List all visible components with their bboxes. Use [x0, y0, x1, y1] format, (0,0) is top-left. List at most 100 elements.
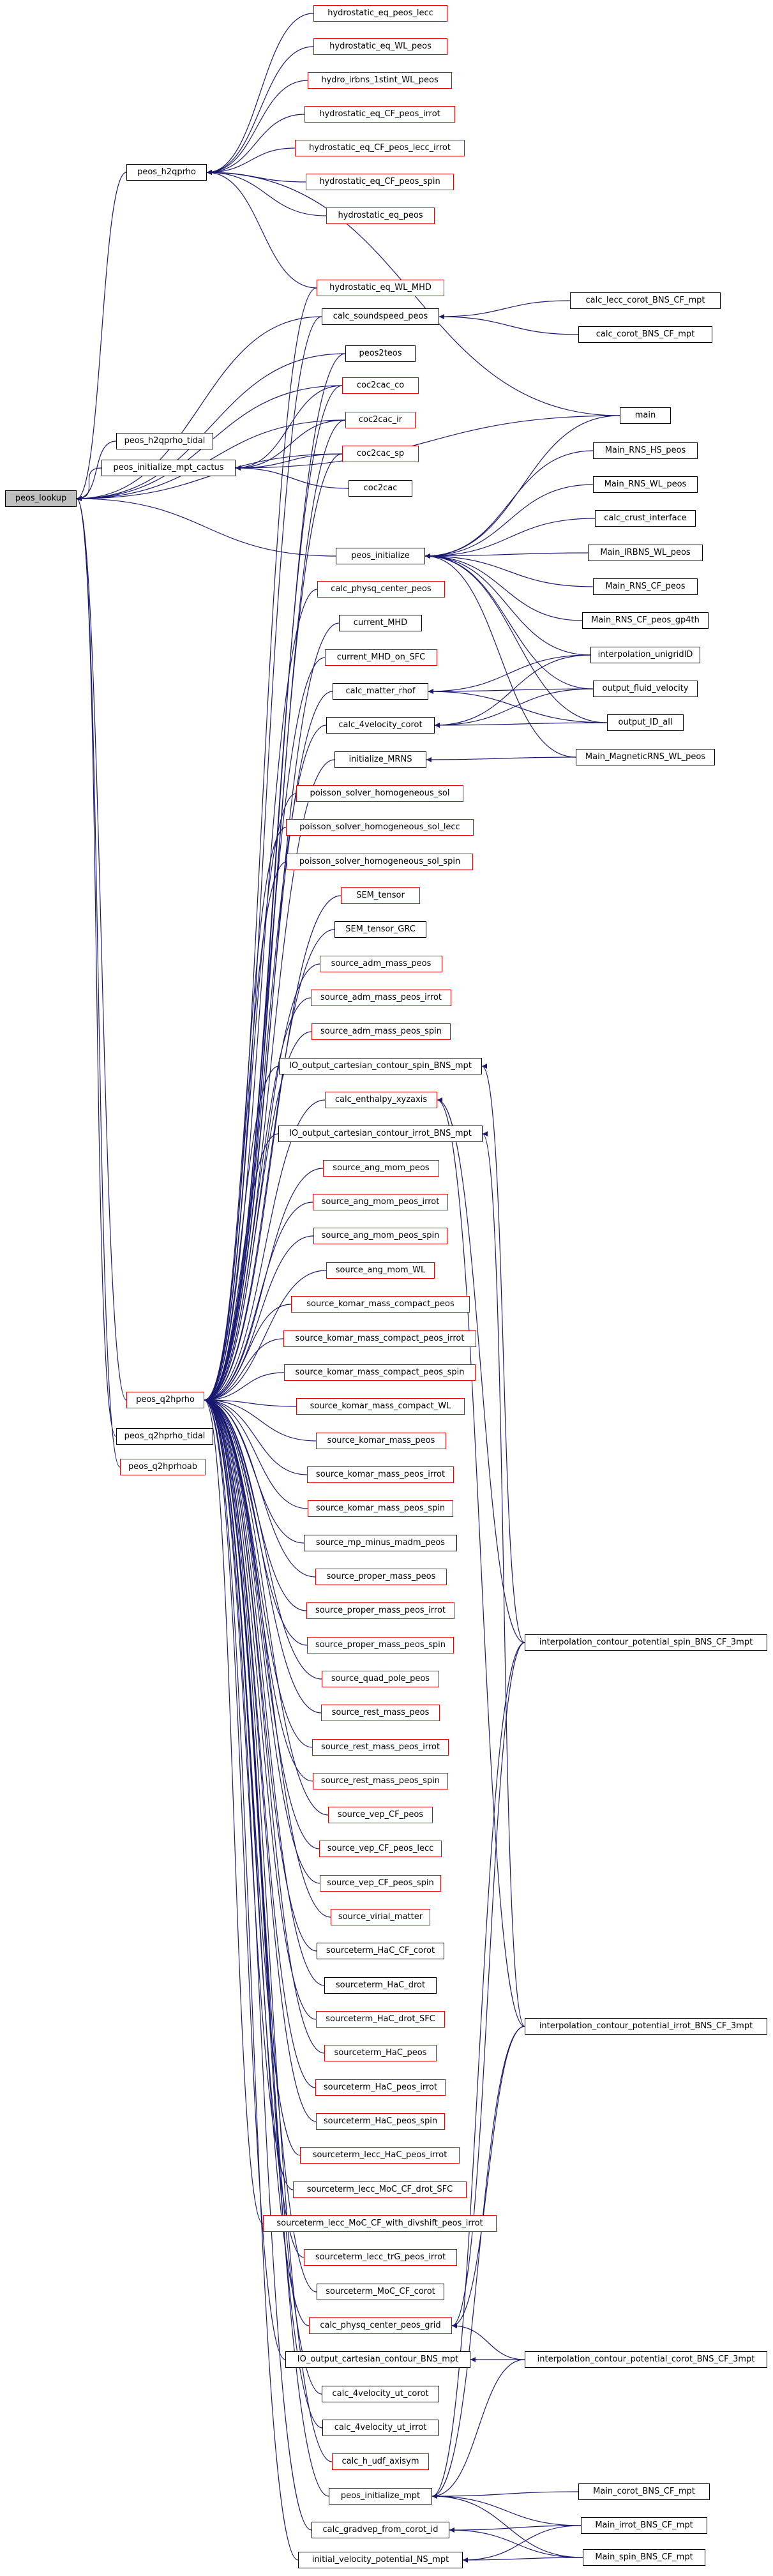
node-main-spin-bns-cf-mpt[interactable]: Main_spin_BNS_CF_mpt: [583, 2549, 705, 2566]
node-source-quad-pole-peos[interactable]: source_quad_pole_peos: [322, 1671, 439, 1687]
node-source-komar-mass-compact-peos-irrot[interactable]: source_komar_mass_compact_peos_irrot: [283, 1330, 476, 1347]
node-source-komar-mass-peos[interactable]: source_komar_mass_peos: [316, 1433, 446, 1449]
node-source-vep-cf-peos[interactable]: source_vep_CF_peos: [328, 1807, 433, 1823]
node-source-ang-mom-peos[interactable]: source_ang_mom_peos: [323, 1160, 439, 1177]
node-initialize-mrns[interactable]: initialize_MRNS: [334, 751, 426, 768]
node-sourceterm-hac-peos-irrot[interactable]: sourceterm_HaC_peos_irrot: [315, 2079, 446, 2096]
node-source-rest-mass-peos[interactable]: source_rest_mass_peos: [321, 1705, 440, 1721]
node-main-rns-wl-peos[interactable]: Main_RNS_WL_peos: [593, 476, 698, 493]
node-sourceterm-hac-peos[interactable]: sourceterm_HaC_peos: [324, 2045, 437, 2061]
node-source-vep-cf-peos-lecc[interactable]: source_vep_CF_peos_lecc: [319, 1841, 442, 1857]
node-io-output-cartesian-contour-bns-mpt[interactable]: IO_output_cartesian_contour_BNS_mpt: [285, 2351, 470, 2368]
node-calc-4velocity-ut-irrot[interactable]: calc_4velocity_ut_irrot: [322, 2420, 439, 2436]
node-interpolation-contour-potential-irrot-bns-cf-3mpt[interactable]: interpolation_contour_potential_irrot_BN…: [525, 2018, 767, 2035]
node-source-adm-mass-peos[interactable]: source_adm_mass_peos: [320, 956, 442, 972]
node-peos-q2hprhoab[interactable]: peos_q2hprhoab: [120, 1459, 206, 1475]
node-calc-enthalpy-xyzaxis[interactable]: calc_enthalpy_xyzaxis: [325, 1092, 437, 1108]
node-peos-q2hprho-tidal[interactable]: peos_q2hprho_tidal: [116, 1428, 213, 1445]
node-peos-q2hprho[interactable]: peos_q2hprho: [126, 1392, 204, 1408]
node-sourceterm-lecc-trg-peos-irrot[interactable]: sourceterm_lecc_trG_peos_irrot: [304, 2249, 457, 2266]
node-source-proper-mass-peos-spin[interactable]: source_proper_mass_peos_spin: [307, 1637, 454, 1653]
node-output-id-all[interactable]: output_ID_all: [607, 714, 684, 731]
node-peos-h2qprho[interactable]: peos_h2qprho: [126, 164, 207, 181]
node-peos2teos[interactable]: peos2teos: [345, 345, 416, 362]
node-calc-crust-interface[interactable]: calc_crust_interface: [595, 510, 696, 527]
node-main-irrot-bns-cf-mpt[interactable]: Main_irrot_BNS_CF_mpt: [581, 2517, 707, 2534]
node-calc-gradvep-from-corot-id[interactable]: calc_gradvep_from_corot_id: [311, 2522, 449, 2538]
node-sourceterm-lecc-moc-cf-drot-sfc[interactable]: sourceterm_lecc_MoC_CF_drot_SFC: [293, 2181, 467, 2198]
node-coc2cac-co[interactable]: coc2cac_co: [342, 377, 419, 394]
node-io-output-cartesian-contour-spin-bns-mpt[interactable]: IO_output_cartesian_contour_spin_BNS_mpt: [279, 1058, 482, 1074]
node-source-komar-mass-compact-peos-spin[interactable]: source_komar_mass_compact_peos_spin: [284, 1364, 476, 1381]
node-coc2cac-ir[interactable]: coc2cac_ir: [345, 412, 416, 428]
node-source-komar-mass-peos-spin[interactable]: source_komar_mass_peos_spin: [308, 1500, 453, 1517]
node-calc-corot-bns-cf-mpt[interactable]: calc_corot_BNS_CF_mpt: [578, 326, 712, 343]
node-main[interactable]: main: [620, 407, 671, 424]
node-calc-4velocity-ut-corot[interactable]: calc_4velocity_ut_corot: [322, 2386, 439, 2402]
node-peos-initialize[interactable]: peos_initialize: [336, 548, 425, 564]
node-poisson-solver-homogeneous-sol-lecc[interactable]: poisson_solver_homogeneous_sol_lecc: [286, 819, 474, 836]
node-initial-velocity-potential-ns-mpt[interactable]: initial_velocity_potential_NS_mpt: [298, 2552, 463, 2568]
node-hydrostatic-eq-peos[interactable]: hydrostatic_eq_peos: [326, 207, 435, 224]
node-source-komar-mass-compact-peos[interactable]: source_komar_mass_compact_peos: [291, 1296, 470, 1313]
node-main-rns-hs-peos[interactable]: Main_RNS_HS_peos: [593, 442, 698, 459]
node-source-ang-mom-peos-irrot[interactable]: source_ang_mom_peos_irrot: [313, 1194, 448, 1210]
node-hydro-irbns-1stint-wl-peos[interactable]: hydro_irbns_1stint_WL_peos: [308, 72, 452, 89]
node-sem-tensor[interactable]: SEM_tensor: [341, 887, 420, 904]
node-sourceterm-hac-peos-spin[interactable]: sourceterm_HaC_peos_spin: [316, 2113, 445, 2130]
node-source-proper-mass-peos[interactable]: source_proper_mass_peos: [315, 1569, 447, 1585]
node-source-komar-mass-peos-irrot[interactable]: source_komar_mass_peos_irrot: [307, 1466, 454, 1483]
node-interpolation-unigridid[interactable]: interpolation_unigridID: [590, 647, 700, 663]
node-hydrostatic-eq-peos-lecc[interactable]: hydrostatic_eq_peos_lecc: [313, 5, 447, 22]
node-source-virial-matter[interactable]: source_virial_matter: [331, 1909, 430, 1925]
node-source-komar-mass-compact-wl[interactable]: source_komar_mass_compact_WL: [296, 1398, 465, 1415]
node-hydrostatic-eq-wl-peos[interactable]: hydrostatic_eq_WL_peos: [313, 38, 447, 55]
node-main-magneticrns-wl-peos[interactable]: Main_MagneticRNS_WL_peos: [576, 749, 715, 765]
node-main-irbns-wl-peos[interactable]: Main_IRBNS_WL_peos: [588, 545, 703, 561]
node-source-proper-mass-peos-irrot[interactable]: source_proper_mass_peos_irrot: [306, 1602, 454, 1619]
node-peos-initialize-mpt[interactable]: peos_initialize_mpt: [329, 2488, 432, 2504]
node-source-mp-minus-madm-peos[interactable]: source_mp_minus_madm_peos: [304, 1535, 457, 1551]
node-calc-physq-center-peos-grid[interactable]: calc_physq_center_peos_grid: [309, 2317, 452, 2334]
node-calc-lecc-corot-bns-cf-mpt[interactable]: calc_lecc_corot_BNS_CF_mpt: [570, 292, 721, 309]
node-calc-4velocity-corot[interactable]: calc_4velocity_corot: [326, 717, 435, 734]
node-peos-lookup[interactable]: peos_lookup: [5, 490, 77, 507]
node-sourceterm-moc-cf-corot[interactable]: sourceterm_MoC_CF_corot: [317, 2284, 444, 2300]
node-source-ang-mom-wl[interactable]: source_ang_mom_WL: [326, 1262, 435, 1279]
node-output-fluid-velocity[interactable]: output_fluid_velocity: [593, 681, 698, 697]
node-calc-h-udf-axisym[interactable]: calc_h_udf_axisym: [332, 2453, 429, 2470]
node-calc-physq-center-peos[interactable]: calc_physq_center_peos: [317, 581, 445, 598]
node-interpolation-contour-potential-spin-bns-cf-3mpt[interactable]: interpolation_contour_potential_spin_BNS…: [525, 1634, 767, 1651]
node-poisson-solver-homogeneous-sol-spin[interactable]: poisson_solver_homogeneous_sol_spin: [287, 854, 473, 870]
node-source-rest-mass-peos-irrot[interactable]: source_rest_mass_peos_irrot: [312, 1739, 449, 1756]
node-sourceterm-hac-drot-sfc[interactable]: sourceterm_HaC_drot_SFC: [316, 2011, 445, 2028]
node-sourceterm-lecc-moc-cf-with-divshift-peos-irrot[interactable]: sourceterm_lecc_MoC_CF_with_divshift_peo…: [263, 2215, 497, 2232]
node-calc-soundspeed-peos[interactable]: calc_soundspeed_peos: [322, 308, 439, 325]
node-source-vep-cf-peos-spin[interactable]: source_vep_CF_peos_spin: [320, 1875, 441, 1892]
node-hydrostatic-eq-cf-peos-lecc-irrot[interactable]: hydrostatic_eq_CF_peos_lecc_irrot: [295, 140, 465, 156]
node-current-mhd[interactable]: current_MHD: [339, 615, 422, 631]
node-main-rns-cf-peos-gp4th[interactable]: Main_RNS_CF_peos_gp4th: [582, 612, 709, 629]
node-source-adm-mass-peos-spin[interactable]: source_adm_mass_peos_spin: [311, 1023, 451, 1040]
node-poisson-solver-homogeneous-sol[interactable]: poisson_solver_homogeneous_sol: [296, 785, 463, 802]
node-source-rest-mass-peos-spin[interactable]: source_rest_mass_peos_spin: [313, 1773, 448, 1789]
node-sourceterm-lecc-hac-peos-irrot[interactable]: sourceterm_lecc_HaC_peos_irrot: [300, 2147, 460, 2164]
node-hydrostatic-eq-wl-mhd[interactable]: hydrostatic_eq_WL_MHD: [317, 280, 444, 296]
node-coc2cac[interactable]: coc2cac: [349, 480, 412, 497]
node-source-ang-mom-peos-spin[interactable]: source_ang_mom_peos_spin: [313, 1228, 447, 1244]
node-source-adm-mass-peos-irrot[interactable]: source_adm_mass_peos_irrot: [311, 990, 451, 1006]
node-peos-h2qprho-tidal[interactable]: peos_h2qprho_tidal: [116, 433, 213, 449]
node-sourceterm-hac-drot[interactable]: sourceterm_HaC_drot: [324, 1977, 437, 1994]
node-sourceterm-hac-cf-corot[interactable]: sourceterm_HaC_CF_corot: [317, 1943, 444, 1959]
node-io-output-cartesian-contour-irrot-bns-mpt[interactable]: IO_output_cartesian_contour_irrot_BNS_mp…: [278, 1126, 483, 1142]
node-main-rns-cf-peos[interactable]: Main_RNS_CF_peos: [593, 578, 698, 595]
node-hydrostatic-eq-cf-peos-spin[interactable]: hydrostatic_eq_CF_peos_spin: [306, 174, 454, 190]
node-hydrostatic-eq-cf-peos-irrot[interactable]: hydrostatic_eq_CF_peos_irrot: [304, 106, 455, 123]
node-sem-tensor-grc[interactable]: SEM_tensor_GRC: [334, 921, 426, 938]
node-calc-matter-rhof[interactable]: calc_matter_rhof: [333, 683, 428, 700]
node-coc2cac-sp[interactable]: coc2cac_sp: [342, 446, 419, 462]
node-interpolation-contour-potential-corot-bns-cf-3mpt[interactable]: interpolation_contour_potential_corot_BN…: [525, 2351, 767, 2368]
node-peos-initialize-mpt-cactus[interactable]: peos_initialize_mpt_cactus: [101, 460, 236, 476]
node-current-mhd-on-sfc[interactable]: current_MHD_on_SFC: [325, 649, 437, 666]
node-main-corot-bns-cf-mpt[interactable]: Main_corot_BNS_CF_mpt: [578, 2483, 710, 2500]
